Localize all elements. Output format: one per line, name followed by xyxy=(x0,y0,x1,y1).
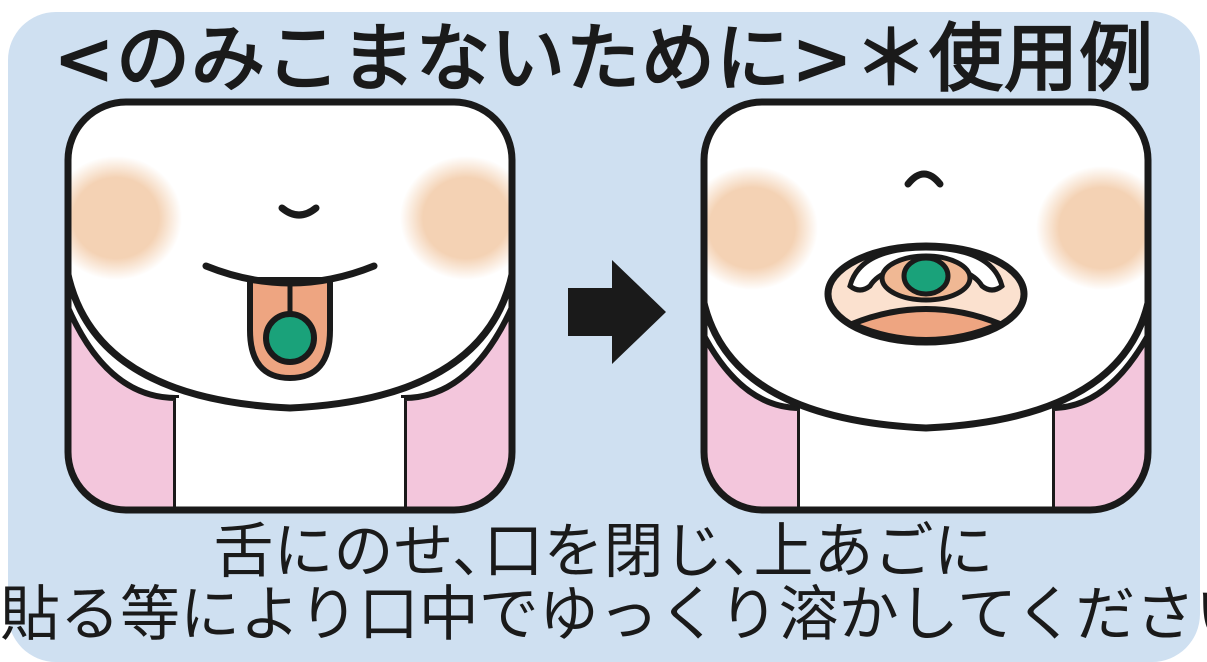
instruction-line-2: 貼る等により口中でゆっくり溶かしてください xyxy=(0,580,1207,650)
instruction-line-1: 舌にのせ､口を閉じ､上あごに xyxy=(213,517,994,587)
face-mouth-open-icon xyxy=(700,98,1152,514)
face-tongue-out-icon xyxy=(64,98,516,514)
arrow-right-icon xyxy=(562,256,670,368)
page-title: <のみこまないために>＊使用例 xyxy=(52,16,1154,102)
